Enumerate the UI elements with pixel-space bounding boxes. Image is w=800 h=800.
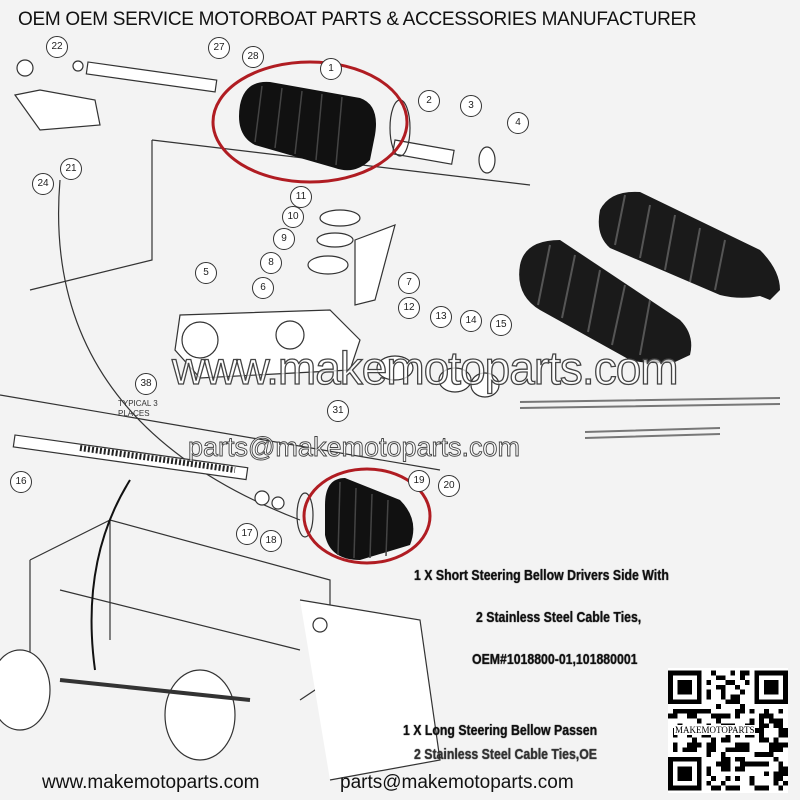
watermark-email: parts@makemotoparts.com [188, 432, 521, 463]
callout-number: 11 [290, 186, 312, 208]
callout-number: 7 [398, 272, 420, 294]
callout-number: 13 [430, 306, 452, 328]
caption-line-3: OEM#1018800-01,101880001 [472, 651, 638, 668]
callout-number: 24 [32, 173, 54, 195]
callout-number: 28 [242, 46, 264, 68]
callout-number: 21 [60, 158, 82, 180]
callout-number: 27 [208, 37, 230, 59]
callout-number: 10 [282, 206, 304, 228]
callout-number: 2 [418, 90, 440, 112]
callout-number: 9 [273, 228, 295, 250]
callout-number: 31 [327, 400, 349, 422]
callout-number: 8 [260, 252, 282, 274]
highlight-circle-lower [302, 467, 432, 565]
callout-number: 16 [10, 471, 32, 493]
callout-number: 38 [135, 373, 157, 395]
typical-note: TYPICAL 3 PLACES [118, 399, 158, 418]
callout-number: 6 [252, 277, 274, 299]
caption-line-2: 2 Stainless Steel Cable Ties, [476, 609, 642, 626]
caption-line-4: 1 X Long Steering Bellow Passen [403, 722, 598, 739]
page-title: OEM OEM SERVICE MOTORBOAT PARTS & ACCESS… [18, 9, 697, 30]
highlight-circle-upper [211, 60, 409, 184]
callout-number: 3 [460, 95, 482, 117]
callout-number: 19 [408, 470, 430, 492]
callout-number: 22 [46, 36, 68, 58]
callout-number: 18 [260, 530, 282, 552]
product-photo-bellows [519, 191, 780, 364]
footer-email: parts@makemotoparts.com [340, 772, 574, 793]
callout-number: 12 [398, 297, 420, 319]
callout-number: 15 [490, 314, 512, 336]
callout-number: 20 [438, 475, 460, 497]
watermark-site: www.makemotoparts.com [171, 341, 679, 394]
caption-line-1: 1 X Short Steering Bellow Drivers Side W… [414, 567, 669, 584]
caption-line-5: 2 Stainless Steel Cable Ties,OE [414, 746, 598, 763]
callout-number: 14 [460, 310, 482, 332]
qr-label: MAKEMOTOPARTS [674, 725, 756, 735]
callout-number: 17 [236, 523, 258, 545]
footer-site: www.makemotoparts.com [42, 772, 260, 793]
callout-number: 4 [507, 112, 529, 134]
callout-number: 1 [320, 58, 342, 80]
callout-number: 5 [195, 262, 217, 284]
